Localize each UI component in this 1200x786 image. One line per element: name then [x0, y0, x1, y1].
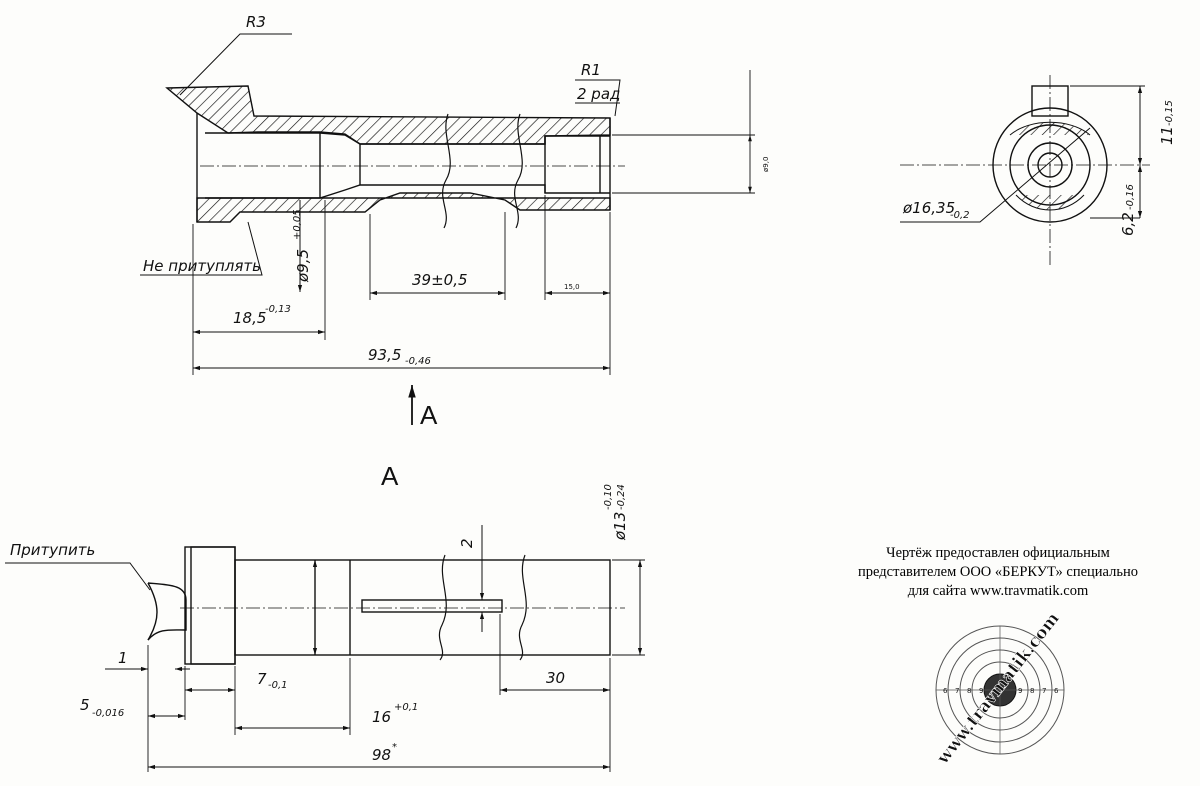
note-no-blunt: Не притуплять — [143, 257, 261, 275]
dim-5-label: 5 — [80, 696, 90, 714]
dim-1-label: 1 — [118, 649, 128, 667]
target-watermark — [935, 625, 1065, 755]
len-mid-label: 39±0,5 — [412, 271, 468, 289]
len-total-tol: -0,46 — [405, 356, 431, 367]
dia-outer-label: ø16,35 — [902, 199, 955, 217]
credit-line-3: для сайта www.travmatik.com — [907, 583, 1089, 599]
dia-right-label: ø9,0 — [762, 157, 770, 172]
dim-30-label: 30 — [546, 669, 565, 687]
credit-line-1: Чертёж предоставлен официальным — [886, 545, 1110, 561]
h-tab-tol: -0,15 — [1164, 100, 1175, 126]
credit-note: Чертёж предоставлен официальным представ… — [818, 544, 1178, 601]
dim-16-tol: +0,1 — [394, 702, 418, 713]
dim-98-label: 98 — [372, 746, 391, 764]
dia-outer-tol: -0,2 — [950, 210, 970, 221]
radius-note-label: 2 рад — [577, 85, 620, 103]
svg-text:6: 6 — [1054, 687, 1059, 695]
svg-text:9: 9 — [1018, 687, 1022, 695]
radius-r1-label: R1 — [581, 61, 601, 79]
svg-text:9: 9 — [979, 687, 983, 695]
dim-7-label: 7 — [257, 670, 267, 688]
svg-text:7: 7 — [955, 687, 959, 695]
len-total-label: 93,5 — [368, 346, 401, 364]
dia-13-tol-b: -0,24 — [616, 484, 627, 510]
dia-13-label: ø13 — [611, 512, 629, 541]
dim-98-mark: * — [392, 742, 397, 753]
dim-7-tol: -0,1 — [268, 680, 288, 691]
len-right-label: 15,0 — [564, 283, 580, 291]
dia-13-tol-a: -0,10 — [603, 484, 614, 510]
dim-2-label: 2 — [458, 538, 476, 548]
section-view — [140, 33, 755, 425]
note-blunt: Притупить — [10, 541, 95, 559]
dia-bore-label: ø9,5 — [294, 249, 312, 283]
h-center-label: 6,2 — [1119, 212, 1137, 236]
h-center-tol: -0,16 — [1125, 184, 1136, 210]
dim-16-label: 16 — [372, 708, 391, 726]
view-arrow-label: A — [420, 400, 438, 430]
radius-r3-label: R3 — [246, 13, 266, 31]
dim-5-tol: -0,016 — [92, 708, 124, 719]
svg-text:8: 8 — [1030, 687, 1034, 695]
len-left-tol: -0,13 — [265, 304, 291, 315]
view-a-title: A — [381, 461, 399, 491]
dia-bore-tol: +0,05 — [292, 209, 303, 240]
svg-text:7: 7 — [1042, 687, 1046, 695]
len-left-label: 18,5 — [233, 309, 266, 327]
target-ring-numbers: 6 7 8 9 9 8 7 6 — [943, 687, 1059, 695]
svg-text:8: 8 — [967, 687, 971, 695]
end-view — [900, 75, 1150, 265]
credit-line-2: представителем ООО «БЕРКУТ» специально — [858, 564, 1138, 580]
view-a — [5, 525, 645, 772]
h-tab-label: 11 — [1158, 126, 1176, 145]
svg-text:6: 6 — [943, 687, 948, 695]
